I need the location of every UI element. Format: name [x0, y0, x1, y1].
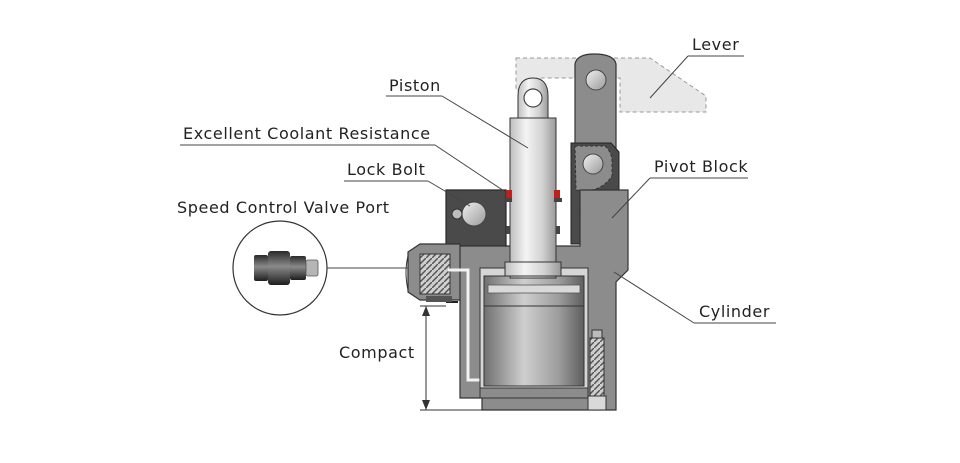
piston-head: [483, 275, 585, 387]
label-lock-bolt: Lock Bolt: [344, 160, 471, 207]
label-piston-text: Piston: [389, 76, 441, 95]
piston-rod: [504, 77, 562, 279]
label-valve-port-text: Speed Control Valve Port: [177, 198, 390, 217]
label-coolant: Excellent Coolant Resistance: [180, 124, 508, 194]
coolant-seals: [504, 190, 562, 234]
label-lever: Lever: [649, 35, 744, 99]
lock-bolt: [451, 201, 487, 227]
label-lever-text: Lever: [692, 35, 739, 54]
label-pivot-block-text: Pivot Block: [654, 157, 748, 176]
label-compact-text: Compact: [339, 343, 415, 362]
compact-dimension: [420, 305, 482, 411]
mounting-screw: [587, 329, 607, 411]
label-coolant-text: Excellent Coolant Resistance: [183, 124, 431, 143]
label-compact: Compact: [339, 343, 415, 362]
label-lock-bolt-text: Lock Bolt: [347, 160, 425, 179]
lever-arm: [574, 53, 617, 167]
valve-inset: [232, 220, 408, 316]
label-piston: Piston: [386, 76, 529, 149]
label-cylinder: Cylinder: [613, 271, 776, 324]
label-cylinder-text: Cylinder: [699, 302, 770, 321]
label-valve-port: Speed Control Valve Port: [177, 198, 390, 217]
label-pivot-block: Pivot Block: [611, 157, 748, 219]
